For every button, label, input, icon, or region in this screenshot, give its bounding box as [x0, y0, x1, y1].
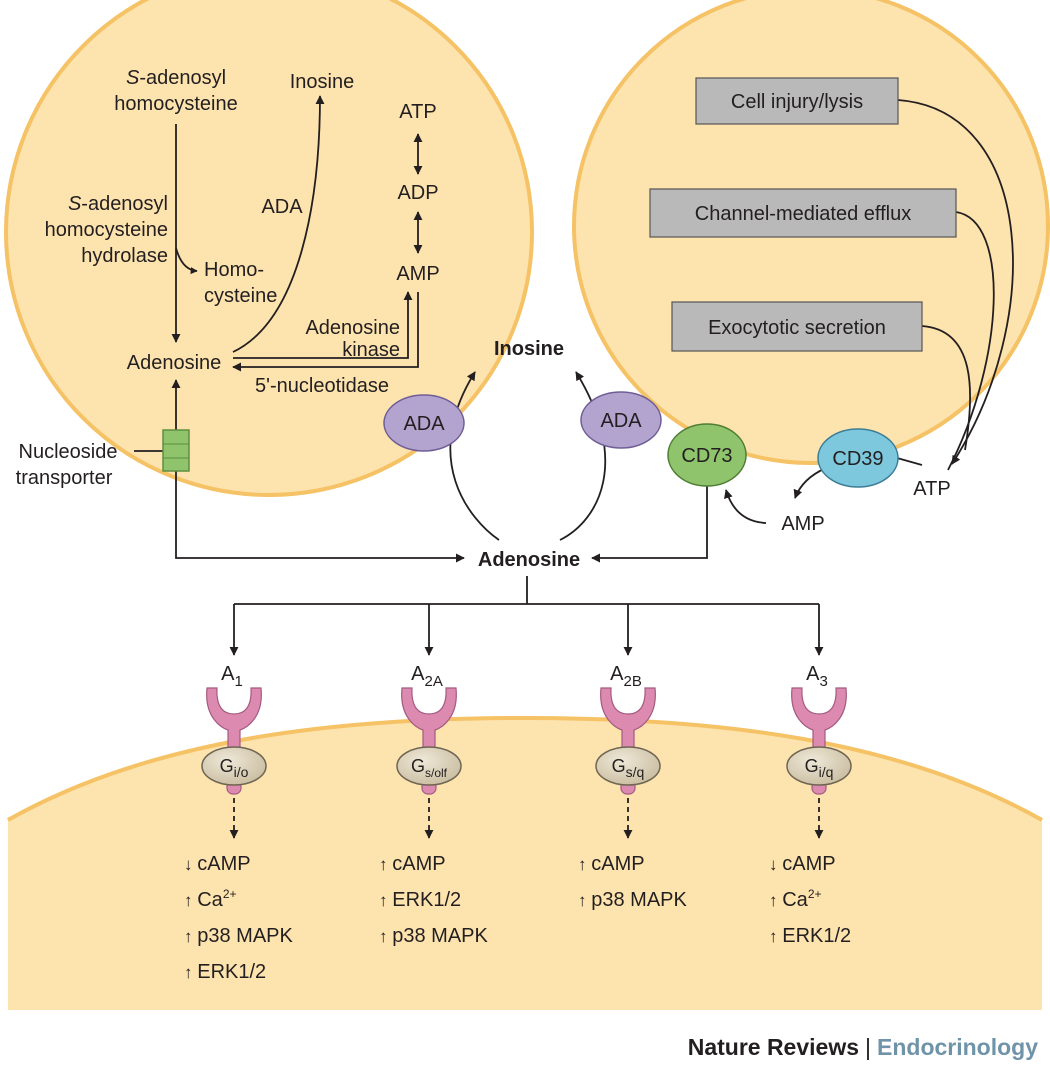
source-box-channel-efflux	[649, 188, 957, 238]
effect-item: ↑ p38 MAPK	[578, 889, 688, 911]
nucleotidase-label: 5'-nucleotidase	[255, 375, 389, 397]
arrow-to-homocysteine	[175, 247, 198, 275]
receptor-shape	[600, 687, 656, 753]
g-protein-label: Gi/q	[805, 756, 834, 780]
inosine-extracellular-label: Inosine	[494, 338, 564, 360]
adenosine-kinase-label-line2: kinase	[342, 339, 400, 361]
arrow-cd73-to-adenosine	[591, 485, 708, 563]
g-protein-label: Gi/o	[220, 756, 249, 780]
homocysteine-label-line1: Homo-	[204, 259, 264, 281]
footer-section: Endocrinology	[877, 1034, 1038, 1060]
effect-item: ↓ cAMP	[769, 853, 836, 875]
source-box-cell-injury-label: Cell injury/lysis	[731, 91, 863, 113]
arrow-amp-to-cd73	[724, 489, 767, 524]
nucleoside-transporter	[162, 429, 190, 472]
journal-footer: Nature Reviews|Endocrinology	[688, 1034, 1038, 1061]
footer-journal: Nature Reviews	[687, 1034, 860, 1060]
receptor-shape	[401, 687, 457, 753]
adenosine-to-receptors-bus	[234, 576, 819, 605]
arrow-adenosine-to-inosine	[232, 95, 325, 353]
sah-label-line1: S-adenosyl	[126, 67, 226, 89]
effect-item: ↑ ERK1/2	[184, 961, 266, 983]
bottom-cell-membrane	[7, 715, 1043, 822]
left-cell-arrows	[134, 95, 465, 563]
arrow-transporter-to-adenosine-extracellular	[175, 471, 465, 563]
sah-label-line2: homocysteine	[114, 93, 237, 115]
ada-enzyme-right	[580, 391, 662, 449]
effect-item: ↑ p38 MAPK	[379, 925, 489, 947]
g-protein-label: Gs/q	[612, 756, 645, 780]
receptor-column-3: A2B Gs/q ↑ cAMP ↑ p38 MAPK	[578, 663, 688, 911]
effect-item: ↓ cAMP	[184, 853, 251, 875]
effect-item: ↑ ERK1/2	[379, 889, 461, 911]
ada-right-label: ADA	[600, 410, 642, 432]
cd39-enzyme	[817, 428, 899, 488]
cd73-enzyme	[667, 423, 747, 487]
effect-item: ↑ p38 MAPK	[184, 925, 294, 947]
hydrolase-label-line1: S-adenosyl	[68, 193, 168, 215]
receptor-name: A1	[221, 663, 243, 690]
cd39-to-atp-line	[896, 457, 923, 466]
adenosine-intracellular-label: Adenosine	[127, 352, 222, 374]
source-box-exocytotic-label: Exocytotic secretion	[708, 317, 886, 339]
receptor-name: A3	[806, 663, 828, 690]
amp-extracellular-label: AMP	[781, 513, 824, 535]
cd39-label: CD39	[832, 448, 883, 470]
bottom-cell	[8, 718, 1042, 1010]
transporter-label-line2: transporter	[16, 467, 113, 489]
receptor-shape	[206, 687, 262, 753]
amp-intracellular-label: AMP	[396, 263, 439, 285]
source-box-cell-injury	[695, 77, 899, 125]
g-protein	[595, 746, 661, 786]
g-protein	[786, 746, 852, 786]
transporter-label-line1: Nucleoside	[19, 441, 118, 463]
homocysteine-label-line2: cysteine	[204, 285, 277, 307]
receptor-name: A2B	[610, 663, 642, 690]
arrow-efflux-to-atp	[947, 211, 995, 471]
source-box-channel-efflux-label: Channel-mediated efflux	[695, 203, 911, 225]
effect-item: ↑ Ca2+	[184, 887, 237, 911]
effect-item: ↑ ERK1/2	[769, 925, 851, 947]
ada-enzyme-left	[383, 394, 465, 452]
g-protein	[396, 746, 462, 786]
effect-item: ↑ cAMP	[379, 853, 446, 875]
receptor-column-2: A2A Gs/olf ↑ cAMP ↑ ERK1/2 ↑ p38 MAPK	[379, 663, 489, 947]
effect-item: ↑ cAMP	[578, 853, 645, 875]
adenosine-extracellular-label: Adenosine	[478, 549, 580, 571]
arrow-cd39-to-amp	[793, 467, 827, 499]
footer-separator: |	[865, 1034, 871, 1060]
arrow-injury-to-atp	[897, 99, 1014, 465]
cd73-label: CD73	[681, 445, 732, 467]
left-cell	[4, 0, 534, 497]
atp-extracellular-label: ATP	[913, 478, 950, 500]
adp-label: ADP	[397, 182, 438, 204]
arrow-exocytotic-to-atp	[921, 325, 972, 451]
ada-intracellular-label: ADA	[261, 196, 303, 218]
atp-intracellular-label: ATP	[399, 101, 436, 123]
adenosine-kinase-label-line1: Adenosine	[305, 317, 400, 339]
receptor-shape	[791, 687, 847, 753]
inosine-intracellular-label: Inosine	[290, 71, 355, 93]
arrow-adenosine-kinase	[233, 291, 413, 359]
g-protein-label: Gs/olf	[411, 756, 448, 780]
arrow-ada-left-to-inosine	[449, 371, 500, 541]
g-protein	[201, 746, 267, 786]
hydrolase-label-line2: homocysteine	[45, 219, 168, 241]
arrow-nucleotidase	[232, 292, 419, 372]
hydrolase-label-line3: hydrolase	[81, 245, 168, 267]
source-box-exocytotic	[671, 301, 923, 352]
ada-left-label: ADA	[403, 413, 445, 435]
receptor-name: A2A	[411, 663, 443, 690]
effect-item: ↑ Ca2+	[769, 887, 822, 911]
